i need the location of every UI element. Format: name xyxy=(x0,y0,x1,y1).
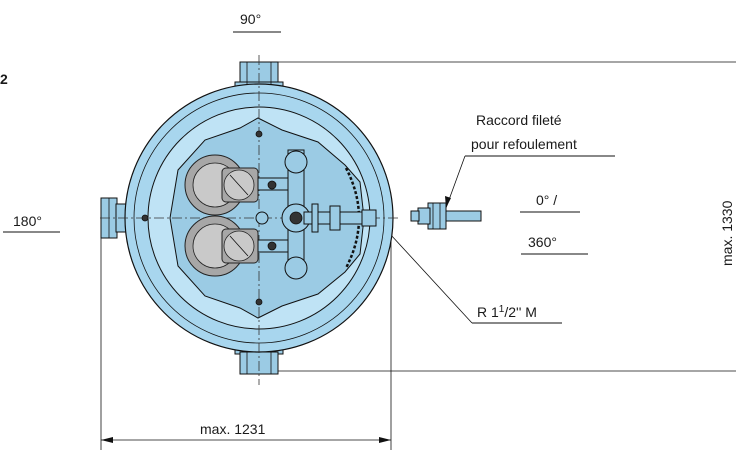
thread-superscript: 1 xyxy=(499,304,505,315)
manifold-flange-1 xyxy=(311,203,319,233)
float-switch xyxy=(255,211,269,225)
thread-prefix: R 1 xyxy=(477,304,499,320)
valve-cluster xyxy=(255,149,377,280)
height-dim-text: max. 1330 xyxy=(719,200,735,266)
angle-180-text: 180° xyxy=(13,213,42,229)
check-valve-lower xyxy=(284,256,308,280)
valve-handle-upper xyxy=(267,180,277,190)
fitting-pipe xyxy=(444,210,482,222)
figure-number: 2 xyxy=(0,71,8,87)
angle-90-label: 90° xyxy=(233,11,281,33)
fitting-tip xyxy=(410,210,420,222)
cover-bolt-bottom xyxy=(255,298,263,306)
thread-text: R 11/2'' M xyxy=(477,304,537,320)
pump-lower xyxy=(184,215,259,277)
width-arrow-left xyxy=(101,437,113,443)
width-dimension: max. 1231 xyxy=(100,230,392,450)
connection-label-line1: Raccord fileté xyxy=(476,112,562,128)
pump-upper xyxy=(184,154,259,216)
pump-upper-detail xyxy=(229,174,249,196)
width-arrow-right xyxy=(379,437,391,443)
angle-360-text: 360° xyxy=(528,234,557,250)
width-dim-text: max. 1231 xyxy=(200,421,266,437)
fitting-nut xyxy=(427,202,447,230)
valve-handle-lower xyxy=(267,241,277,251)
thread-label: R 11/2'' M xyxy=(378,221,562,324)
cover-bolt-left xyxy=(141,214,149,222)
angle-180-label: 180° xyxy=(3,213,60,233)
cover-bolt-top xyxy=(255,130,263,138)
connection-label-line2: pour refoulement xyxy=(471,136,577,152)
fitting-collar xyxy=(417,207,431,225)
angle-0-text: 0° / xyxy=(536,192,557,208)
check-valve-upper xyxy=(284,150,308,174)
angle-0-360-label: 0° / 360° xyxy=(520,192,588,255)
angle-90-text: 90° xyxy=(240,11,261,27)
thread-fraction: /2'' M xyxy=(504,304,537,320)
manifold-flange-2 xyxy=(329,205,341,231)
connection-label: Raccord fileté pour refoulement xyxy=(445,112,615,209)
pump-lower-detail xyxy=(229,235,249,257)
pressure-connection-fitting xyxy=(410,202,482,230)
thread-leader xyxy=(378,221,473,324)
wall-penetration xyxy=(361,209,377,227)
gate-valve-hub xyxy=(289,211,303,225)
